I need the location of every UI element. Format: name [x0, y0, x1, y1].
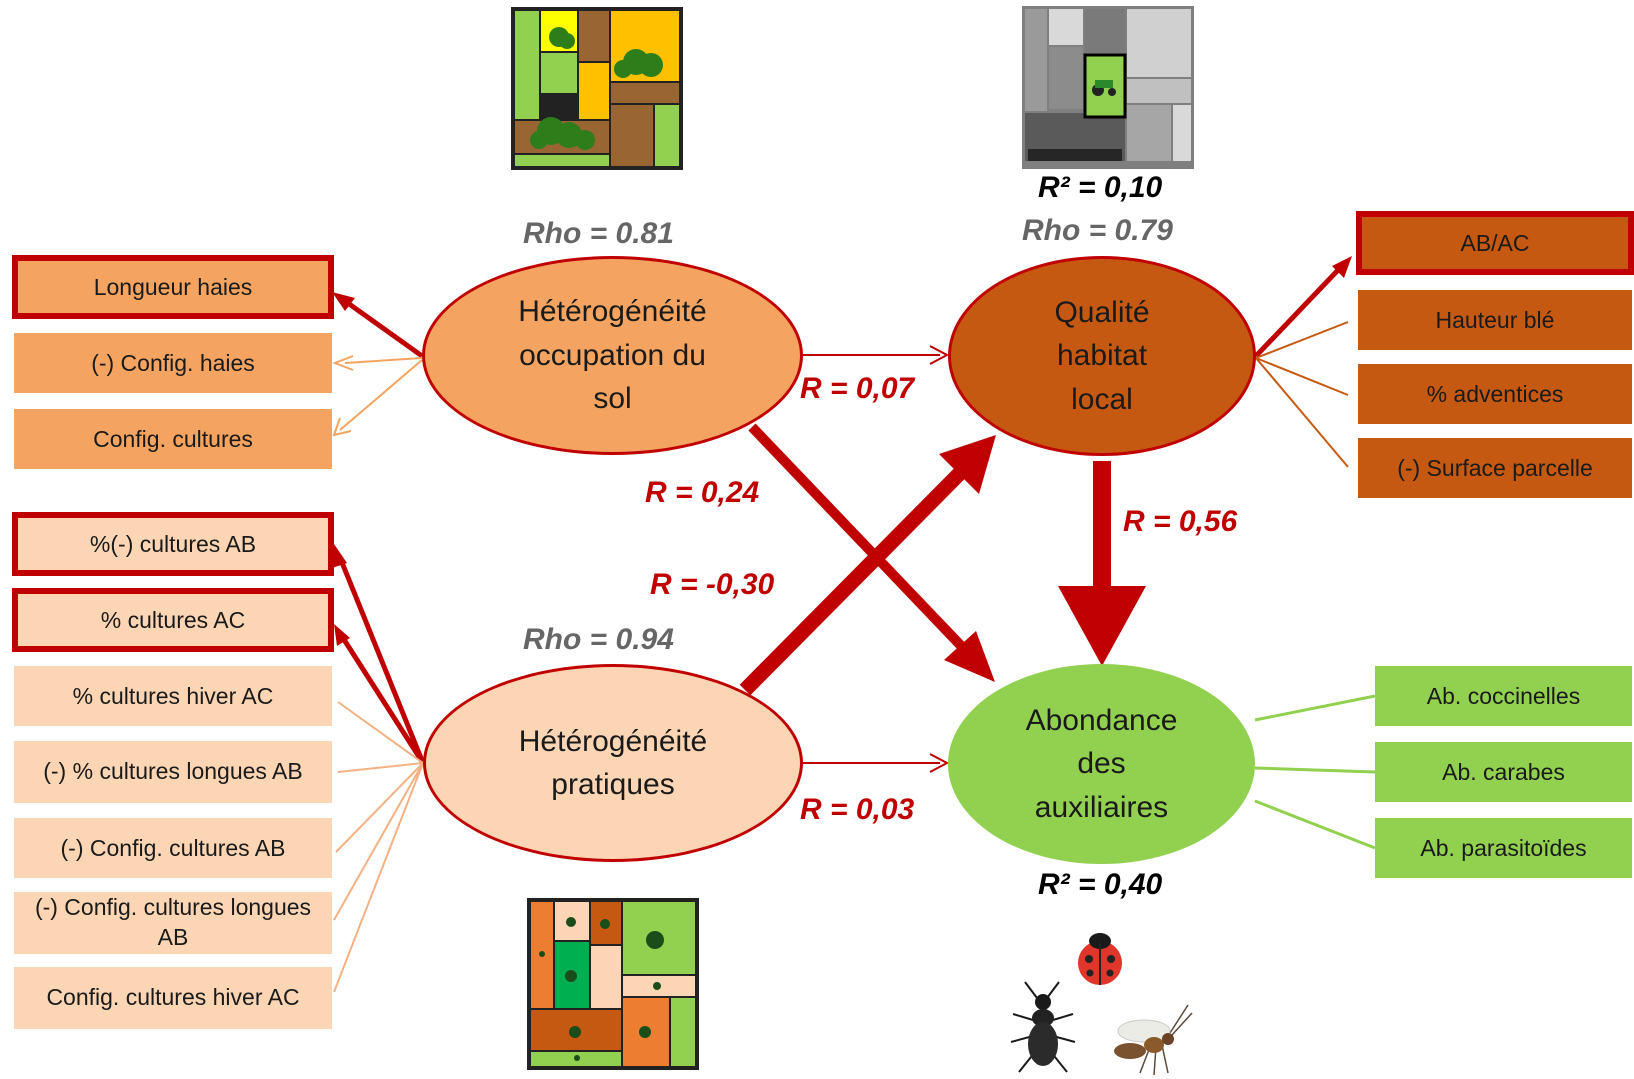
indicator-adventices: % adventices: [1358, 364, 1632, 424]
indicator-cultures-ac: % cultures AC: [12, 588, 334, 652]
indicator-cultures-hiver-ac: % cultures hiver AC: [14, 666, 332, 726]
path-coef-practices-to-aux: R = 0,03: [800, 793, 915, 826]
indicator-coccinelles: Ab. coccinelles: [1375, 666, 1632, 726]
node-practices-line2: pratiques: [551, 768, 675, 801]
node-habitat-line2: habitat: [1056, 339, 1148, 373]
indicator-ab-ac: AB/AC: [1356, 211, 1634, 275]
r2-auxiliaries: R² = 0,40: [1038, 868, 1163, 901]
node-land-use-line1: Hétérogénéité: [518, 295, 707, 329]
rho-land-use: Rho = 0.81: [523, 217, 674, 250]
indicator-hauteur-ble: Hauteur blé: [1358, 290, 1632, 350]
indicator-config-cultures-ab: (-) Config. cultures AB: [14, 818, 332, 878]
path-coef-practices-to-habitat: R = -0,30: [650, 568, 775, 601]
path-coef-land-to-aux: R = 0,24: [645, 476, 760, 509]
node-land-use-line3: sol: [593, 382, 632, 416]
node-habitat-line1: Qualité: [1054, 295, 1150, 329]
indicator-config-cultures-hiver-ac: Config. cultures hiver AC: [14, 967, 332, 1029]
rho-habitat: Rho = 0.79: [1022, 214, 1173, 247]
node-habitat-line3: local: [1071, 382, 1133, 416]
arrows-habitat-indicators: [1254, 256, 1352, 468]
indicator-cultures-longues-ab: (-) % cultures longues AB: [14, 741, 332, 803]
node-local-habitat-quality: Qualité habitat local: [948, 256, 1256, 456]
indicator-config-haies: (-) Config. haies: [14, 333, 332, 393]
indicator-config-cultures: Config. cultures: [14, 409, 332, 469]
indicator-longueur-haies: Longueur haies: [12, 255, 334, 319]
node-aux-line3: auxiliaires: [1034, 790, 1169, 824]
path-coef-habitat-to-aux: R = 0,56: [1123, 505, 1238, 538]
node-land-use-heterogeneity: Hétérogénéité occupation du sol: [422, 256, 803, 455]
path-coef-land-to-habitat: R = 0,07: [800, 372, 915, 405]
parasitoid-wasp-icon: [1114, 1004, 1193, 1076]
node-auxiliaries-abundance: Abondance des auxiliaires: [948, 664, 1255, 864]
ladybird-icon: [1078, 933, 1122, 985]
rho-practices: Rho = 0.94: [523, 623, 674, 656]
indicator-config-cultures-longues-ab: (-) Config. cultures longues AB: [14, 892, 332, 954]
landscape-mosaic-icon: [511, 7, 683, 170]
carabid-beetle-icon: [1010, 981, 1076, 1073]
indicator-cultures-ab: %(-) cultures AB: [12, 512, 334, 576]
node-practices-heterogeneity: Hétérogénéité pratiques: [423, 664, 803, 862]
indicator-carabes: Ab. carabes: [1375, 742, 1632, 802]
indicator-parasitoides: Ab. parasitoïdes: [1375, 818, 1632, 878]
arrows-practices-indicators: [332, 544, 426, 993]
node-land-use-line2: occupation du: [519, 338, 706, 372]
structural-paths: [739, 345, 1146, 773]
r2-habitat: R² = 0,10: [1038, 171, 1163, 204]
arrows-land-use-indicators: [332, 292, 424, 437]
farm-practices-mosaic-icon: [527, 898, 699, 1070]
node-aux-line2: des: [1077, 747, 1126, 781]
field-grayscale-icon: [1022, 6, 1194, 169]
indicator-surface-parcelle: (-) Surface parcelle: [1358, 438, 1632, 498]
node-practices-line1: Hétérogénéité: [518, 724, 708, 758]
node-aux-line1: Abondance: [1025, 703, 1178, 737]
arrows-auxiliaries-indicators: [1254, 694, 1376, 850]
